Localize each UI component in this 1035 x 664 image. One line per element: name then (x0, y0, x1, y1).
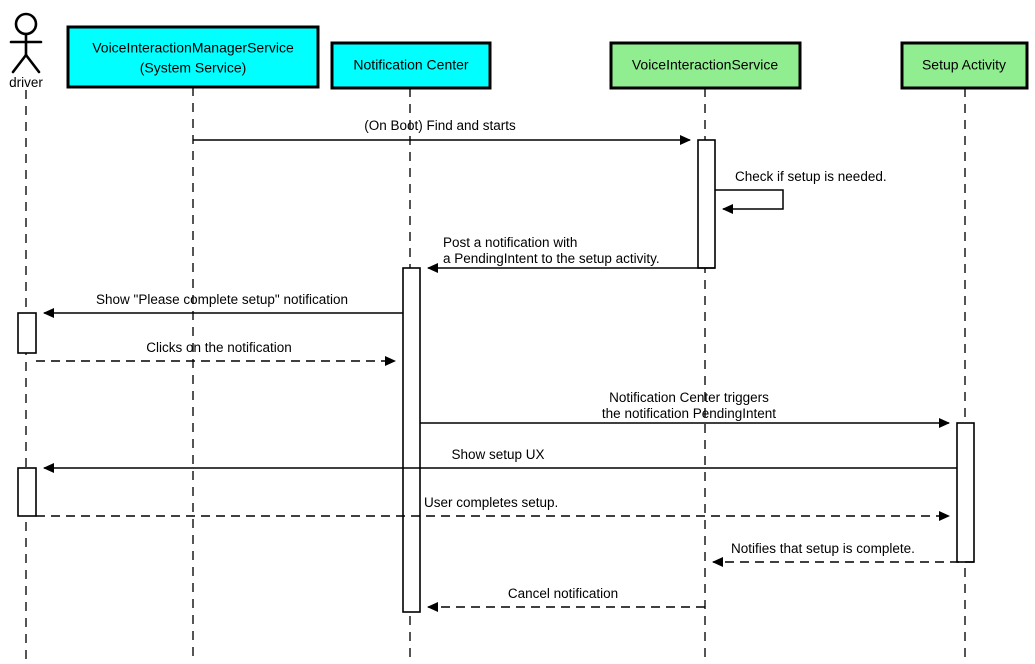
participant-notification-center[interactable]: Notification Center (330, 41, 492, 90)
participant-label-notification-center: Notification Center (353, 57, 469, 73)
actor-leg-right-icon (24, 53, 41, 74)
message-notifies-that-setup-is-complete[interactable]: Notifies that setup is complete. (712, 541, 974, 567)
message-label-user-completes-setup: User completes setup. (424, 495, 558, 510)
participant-box-vis[interactable] (609, 41, 802, 90)
message-show-please-complete-setup-notification[interactable]: Show "Please complete setup" notificatio… (43, 292, 403, 318)
participant-vims[interactable]: VoiceInteractionManagerService (System S… (66, 25, 320, 89)
activations-group (17, 139, 975, 613)
message-label-check-setup: Check if setup is needed. (735, 169, 887, 184)
actor-head-icon (14, 12, 38, 36)
activation-vis (697, 139, 716, 269)
message-label-show-notification: Show "Please complete setup" notificatio… (96, 292, 348, 307)
message-self-path (715, 189, 784, 214)
message-label-post-notification-line1: Post a notification with (443, 235, 577, 250)
participant-label-vis: VoiceInteractionService (632, 57, 779, 73)
participant-setup-activity[interactable]: Setup Activity (900, 41, 1029, 90)
activation-notification-center (402, 267, 421, 613)
activation-setup-activity (956, 422, 975, 563)
participant-label-vims-line2: (System Service) (140, 60, 247, 76)
message-label-clicks-notification: Clicks on the notification (146, 340, 292, 355)
message-on-boot-find-and-starts[interactable]: (On Boot) Find and starts (193, 118, 691, 145)
participant-box-vims[interactable] (66, 25, 320, 89)
message-label-cancel-notification: Cancel notification (508, 586, 618, 601)
activation-driver-1 (17, 312, 37, 354)
message-label-trigger-line2: the notification PendingIntent (602, 406, 776, 421)
message-check-if-setup-is-needed[interactable]: Check if setup is needed. (715, 169, 887, 214)
message-user-completes-setup[interactable]: User completes setup. (36, 495, 950, 521)
participant-box-notification-center[interactable] (330, 41, 492, 90)
message-label-show-setup-ux: Show setup UX (451, 447, 544, 462)
participant-label-vims-line1: VoiceInteractionManagerService (92, 40, 294, 56)
participant-label-setup-activity: Setup Activity (922, 57, 1006, 73)
message-cancel-notification[interactable]: Cancel notification (427, 586, 705, 612)
participant-box-setup-activity[interactable] (900, 41, 1029, 90)
message-notification-center-triggers-pendingintent[interactable]: Notification Center triggers the notific… (420, 390, 950, 428)
message-post-a-notification[interactable]: Post a notification with a PendingIntent… (427, 235, 715, 273)
message-label-on-boot: (On Boot) Find and starts (364, 118, 516, 133)
participant-driver[interactable]: driver (9, 12, 43, 90)
actor-leg-left-icon (11, 53, 28, 74)
message-show-setup-ux[interactable]: Show setup UX (43, 447, 957, 473)
message-label-post-notification-line2: a PendingIntent to the setup activity. (443, 251, 660, 266)
participant-label-driver: driver (9, 75, 43, 90)
message-label-trigger-line1: Notification Center triggers (609, 390, 769, 405)
message-clicks-on-the-notification[interactable]: Clicks on the notification (36, 340, 396, 366)
message-label-notifies-complete: Notifies that setup is complete. (731, 541, 915, 556)
activation-driver-2 (17, 467, 37, 517)
participant-vis[interactable]: VoiceInteractionService (609, 41, 802, 90)
